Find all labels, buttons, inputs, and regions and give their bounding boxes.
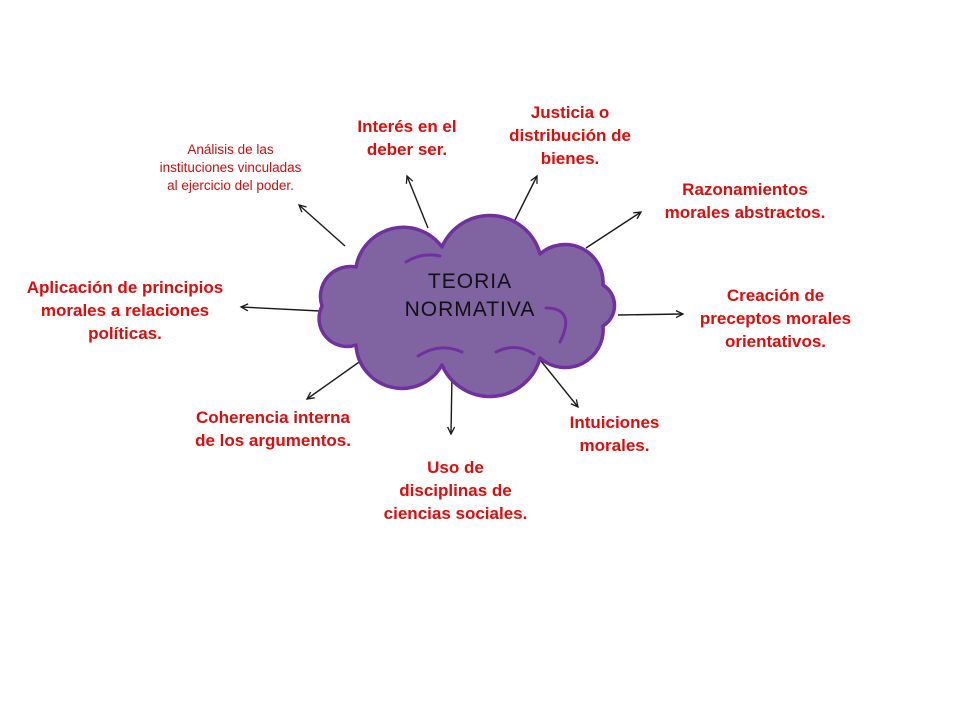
- node-label-justicia: Justicia o distribución de bienes.: [509, 103, 631, 168]
- node-label-interes: Interés en el deber ser.: [357, 117, 457, 159]
- node-label-uso: Uso de disciplinas de ciencias sociales.: [383, 458, 528, 523]
- node-label-creacion: Creación de preceptos morales orientativ…: [699, 286, 852, 351]
- arrow-to-justicia: [510, 174, 538, 229]
- cloud-curl-icon: [404, 253, 568, 358]
- node-label-coherencia: Coherencia interna de los argumentos.: [195, 408, 351, 450]
- arrow-to-uso: [447, 373, 456, 436]
- central-title-line: TEORIA: [427, 270, 513, 293]
- arrow-to-coherencia: [305, 359, 363, 400]
- cloud-shape: [317, 213, 617, 399]
- node-label-analisis: Análisis de las instituciones vinculadas…: [159, 142, 302, 193]
- central-node-title: TEORIA NORMATIVA: [395, 268, 545, 324]
- arrow-to-intuiciones: [540, 360, 579, 409]
- arrow-to-razonamientos: [585, 211, 643, 249]
- arrow-to-analisis: [297, 204, 346, 247]
- arrow-to-interes: [405, 174, 429, 229]
- node-label-intuiciones: Intuiciones morales.: [569, 413, 660, 455]
- node-label-razonamientos: Razonamientos morales abstractos.: [664, 180, 826, 222]
- arrow-to-aplicacion: [239, 303, 321, 312]
- arrow-to-creacion: [617, 310, 685, 319]
- central-title-line: NORMATIVA: [404, 298, 536, 321]
- node-label-aplicacion: Aplicación de principios morales a relac…: [26, 278, 224, 343]
